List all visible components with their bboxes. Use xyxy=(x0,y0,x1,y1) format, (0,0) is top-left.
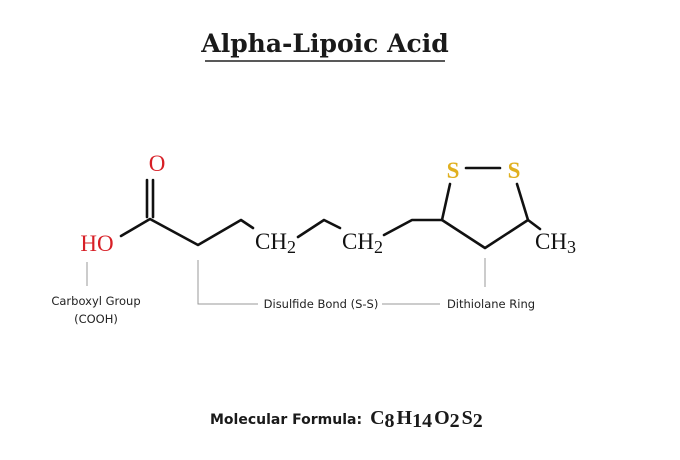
carboxyl-label: Carboxyl Group xyxy=(51,294,140,308)
ch2-sub: 2 xyxy=(374,237,383,257)
formula-element: H xyxy=(397,407,413,429)
ch2-group-2: CH2 xyxy=(342,229,383,257)
ch3-group: CH3 xyxy=(535,229,576,257)
disulfide-leader-line xyxy=(197,260,258,305)
sulfur-atom-1: S xyxy=(447,158,460,183)
carboxyl-sublabel: (COOH) xyxy=(74,312,118,326)
ch2-sub: 2 xyxy=(287,237,296,257)
formula-count: 2 xyxy=(473,410,483,432)
ch2-main: CH xyxy=(342,229,374,254)
molecular-formula: Molecular Formula: C8 H14 O2 S2 xyxy=(210,407,483,432)
disulfide-label: Disulfide Bond (S-S) xyxy=(264,297,379,311)
chain-bonds-3 xyxy=(382,218,444,237)
formula-count: 2 xyxy=(450,410,460,432)
hydroxyl-group: HO xyxy=(80,231,113,256)
molecule-bonds xyxy=(119,166,542,250)
dithiolane-label: Dithiolane Ring xyxy=(447,297,535,311)
ch2-group-1: CH2 xyxy=(255,229,296,257)
formula-element: O xyxy=(434,407,450,429)
ch3-sub: 3 xyxy=(567,237,576,257)
formula-count: 14 xyxy=(412,410,432,432)
ch2-main: CH xyxy=(255,229,287,254)
sulfur-atom-2: S xyxy=(508,158,521,183)
formula-count: 8 xyxy=(385,410,395,432)
chain-bonds-1 xyxy=(119,217,255,247)
formula-element: C xyxy=(370,407,384,429)
ch3-main: CH xyxy=(535,229,567,254)
methyl-bond xyxy=(526,218,542,231)
page-title: Alpha-Lipoic Acid xyxy=(200,29,448,58)
ring-bonds xyxy=(440,182,530,250)
formula-label: Molecular Formula: xyxy=(210,412,362,428)
chain-bonds-2 xyxy=(296,218,342,239)
oxygen-atom: O xyxy=(149,151,166,176)
formula-element: S xyxy=(462,407,473,429)
